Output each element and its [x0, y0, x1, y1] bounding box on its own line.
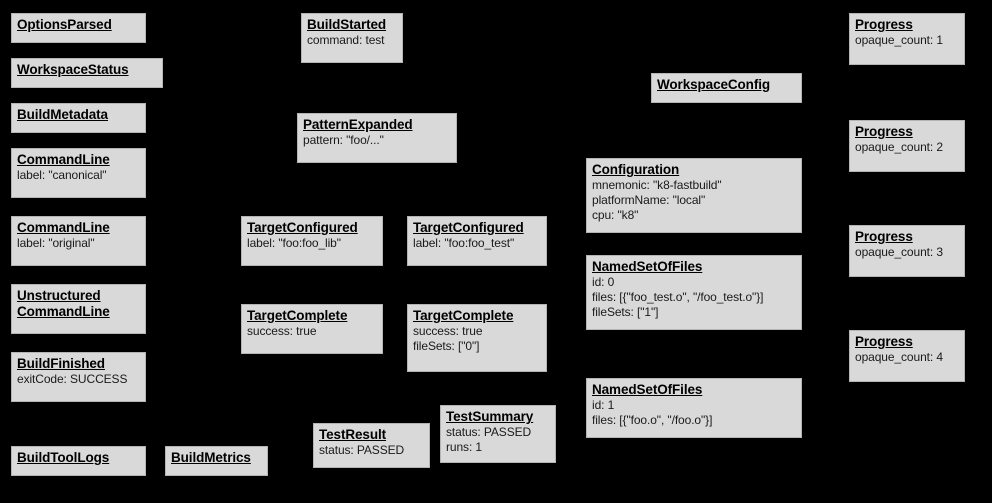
- node-field: fileSets: ["1"]: [592, 305, 659, 319]
- node-title: OptionsParsed: [17, 17, 112, 32]
- node-title: TestResult: [319, 427, 387, 442]
- node-fields: exitCode: SUCCESS: [17, 372, 141, 387]
- node-field: success: true: [247, 324, 317, 338]
- node-title: Progress: [855, 17, 913, 32]
- node-field: opaque_count: 4: [855, 350, 943, 364]
- node-build-metrics[interactable]: BuildMetrics: [165, 446, 268, 476]
- node-field: opaque_count: 1: [855, 33, 943, 47]
- node-title: TargetComplete: [413, 308, 514, 323]
- node-fields: label: "canonical": [17, 168, 141, 183]
- node-title: BuildMetadata: [17, 107, 108, 122]
- node-title: WorkspaceStatus: [17, 62, 129, 77]
- node-options-parsed[interactable]: OptionsParsed: [11, 13, 146, 43]
- node-field: cpu: "k8": [592, 208, 639, 222]
- node-field: files: [{"foo.o", "/foo.o"}]: [592, 413, 713, 427]
- node-workspace-config[interactable]: WorkspaceConfig: [651, 73, 802, 103]
- node-field: opaque_count: 3: [855, 245, 943, 259]
- node-field: id: 1: [592, 398, 615, 412]
- node-title: CommandLine: [17, 152, 110, 167]
- node-fields: opaque_count: 2: [855, 140, 960, 155]
- node-field: fileSets: ["0"]: [413, 339, 480, 353]
- node-title: PatternExpanded: [303, 117, 413, 132]
- node-field: runs: 1: [446, 440, 482, 454]
- node-title: Progress: [855, 124, 913, 139]
- node-field: status: PASSED: [319, 443, 405, 457]
- node-title: Progress: [855, 334, 913, 349]
- node-fields: label: "foo:foo_test": [413, 236, 542, 251]
- node-field: pattern: "foo/...": [303, 133, 384, 147]
- node-build-tool-logs[interactable]: BuildToolLogs: [11, 446, 146, 476]
- node-field: exitCode: SUCCESS: [17, 372, 128, 386]
- node-title: WorkspaceConfig: [657, 77, 771, 92]
- node-fields: mnemonic: "k8-fastbuild"platformName: "l…: [592, 178, 797, 223]
- node-title: Progress: [855, 229, 913, 244]
- node-fields: status: PASSED: [319, 443, 425, 458]
- node-title: TestSummary: [446, 409, 534, 424]
- node-field: label: "foo:foo_lib": [247, 236, 341, 250]
- node-fields: command: test: [307, 33, 398, 48]
- node-title: TargetComplete: [247, 308, 348, 323]
- node-title: Unstructured CommandLine: [17, 288, 110, 319]
- node-title: BuildMetrics: [171, 450, 251, 465]
- node-title: CommandLine: [17, 220, 110, 235]
- node-fields: success: true: [247, 324, 378, 339]
- node-fields: opaque_count: 4: [855, 350, 960, 365]
- node-title: BuildFinished: [17, 356, 105, 371]
- node-field: opaque_count: 2: [855, 140, 943, 154]
- node-title: TargetConfigured: [413, 220, 524, 235]
- node-fields: opaque_count: 1: [855, 33, 960, 48]
- node-unstructured-command-line[interactable]: Unstructured CommandLine: [11, 284, 146, 334]
- node-title: BuildToolLogs: [17, 450, 110, 465]
- node-field: id: 0: [592, 275, 615, 289]
- node-fields: pattern: "foo/...": [303, 133, 452, 148]
- node-title: NamedSetOfFiles: [592, 382, 703, 397]
- node-title: TargetConfigured: [247, 220, 358, 235]
- node-build-metadata[interactable]: BuildMetadata: [11, 103, 146, 133]
- node-title: NamedSetOfFiles: [592, 259, 703, 274]
- node-field: files: [{"foo_test.o", "/foo_test.o"}]: [592, 290, 764, 304]
- node-field: command: test: [307, 33, 385, 47]
- node-title: Configuration: [592, 162, 680, 177]
- node-field: mnemonic: "k8-fastbuild": [592, 178, 722, 192]
- node-field: label: "foo:foo_test": [413, 236, 515, 250]
- node-fields: label: "original": [17, 236, 141, 251]
- node-fields: label: "foo:foo_lib": [247, 236, 378, 251]
- node-fields: opaque_count: 3: [855, 245, 960, 260]
- node-field: label: "original": [17, 236, 95, 250]
- node-workspace-status[interactable]: WorkspaceStatus: [11, 58, 163, 88]
- node-title: BuildStarted: [307, 17, 387, 32]
- node-field: success: true: [413, 324, 483, 338]
- node-field: label: "canonical": [17, 168, 107, 182]
- node-field: status: PASSED: [446, 425, 532, 439]
- node-field: platformName: "local": [592, 193, 706, 207]
